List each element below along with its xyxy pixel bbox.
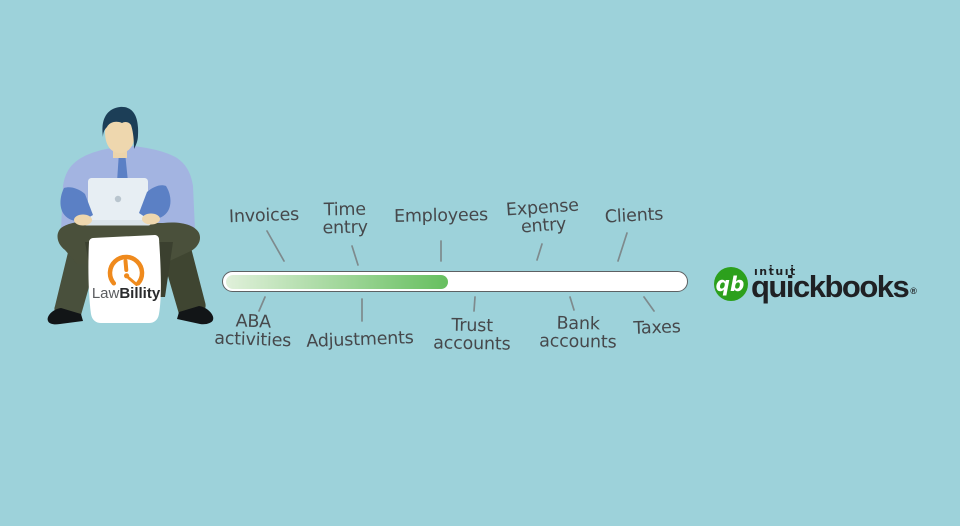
person-left-shoe bbox=[47, 308, 83, 325]
person-face bbox=[105, 114, 135, 153]
timer-exclamation bbox=[123, 259, 129, 272]
quickbooks-logo: qb ınṫuıṫ quickbooks® bbox=[712, 264, 947, 314]
leader-line-taxes bbox=[643, 296, 655, 312]
intuit-wordmark: ınṫuıṫ bbox=[754, 265, 797, 278]
leader-line-bank-accounts bbox=[569, 296, 575, 311]
bar-label-adjustments: Adjustments bbox=[305, 328, 415, 352]
leader-line-clients bbox=[617, 232, 628, 262]
person-illustration: LawBillity bbox=[47, 106, 214, 325]
qb-circle bbox=[714, 267, 748, 301]
timer-arc bbox=[107, 254, 145, 286]
bar-label-time-entry: Time entry bbox=[322, 199, 368, 239]
lawbillity-wordmark: LawBillity bbox=[92, 285, 161, 302]
bar-label-taxes: Taxes bbox=[633, 317, 681, 339]
bar-label-trust-accounts: Trust accounts bbox=[433, 315, 511, 355]
timer-gauge-icon bbox=[107, 254, 145, 286]
leader-line-aba-activities bbox=[258, 296, 266, 312]
bar-label-aba-activities: ABA activities bbox=[213, 311, 292, 352]
bar-label-bank-accounts: Bank accounts bbox=[539, 313, 617, 353]
leader-line-time-entry bbox=[351, 245, 359, 266]
person-right-shoe bbox=[177, 306, 214, 325]
leader-line-invoices bbox=[266, 230, 285, 262]
person-left-hand bbox=[74, 214, 92, 226]
registered-mark: ® bbox=[910, 286, 917, 296]
lawbillity-bag bbox=[88, 235, 161, 323]
person-left-arm bbox=[60, 187, 93, 221]
bar-label-employees: Employees bbox=[393, 205, 489, 227]
bar-label-clients: Clients bbox=[604, 204, 664, 228]
laptop-base bbox=[84, 220, 151, 226]
quickbooks-circle-icon: qb bbox=[714, 267, 748, 301]
person-hair bbox=[102, 106, 139, 149]
quickbooks-wordmark-text: quickbooks bbox=[751, 269, 910, 304]
progress-fill bbox=[225, 274, 449, 289]
person-right-hand bbox=[142, 213, 160, 225]
laptop-logo bbox=[114, 195, 122, 203]
lawbillity-prefix: Law bbox=[92, 285, 120, 302]
bar-label-expense-entry: Expense entry bbox=[505, 195, 580, 238]
progress-track bbox=[222, 271, 688, 292]
timer-hand bbox=[127, 276, 138, 286]
qb-monogram: qb bbox=[716, 272, 745, 296]
person-right-arm bbox=[139, 185, 171, 219]
leader-line-trust-accounts bbox=[473, 296, 476, 312]
bar-label-invoices: Invoices bbox=[228, 204, 300, 228]
quickbooks-wordmark: quickbooks® bbox=[751, 269, 917, 304]
lawbillity-suffix: Billity bbox=[119, 285, 160, 302]
leader-line-expense-entry bbox=[536, 243, 543, 261]
